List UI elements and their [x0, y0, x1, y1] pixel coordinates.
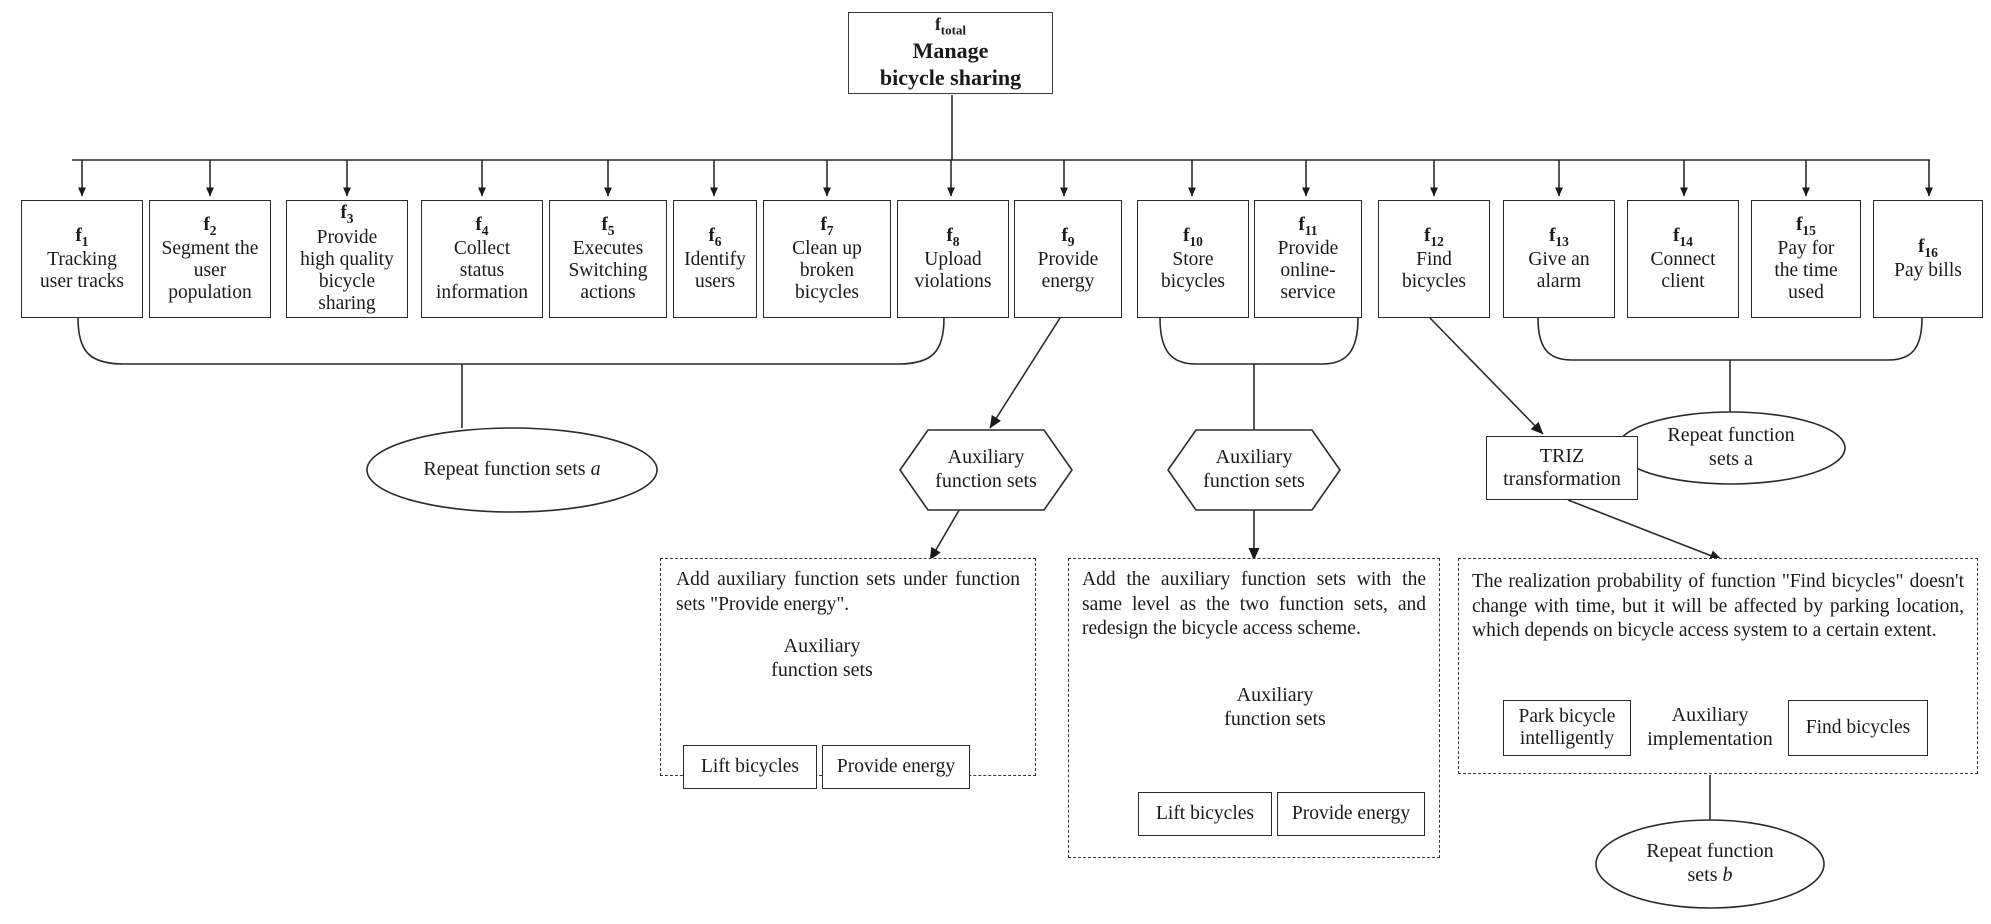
triz-line1: TRIZ	[1539, 445, 1585, 468]
root-function-box[interactable]: ftotal Manage bicycle sharing	[848, 12, 1053, 94]
hexagon-label-2: Auxiliary function sets	[1170, 440, 1338, 500]
triz-transformation-box[interactable]: TRIZ transformation	[1486, 436, 1638, 500]
function-label-f12: Find bicycles	[1402, 248, 1466, 293]
hexagon-auxiliary-function-sets-2	[1167, 429, 1341, 511]
park-bicycle-line1: Park bicycle	[1518, 706, 1616, 727]
function-id-f1: f1	[75, 224, 89, 249]
function-label-f10: Store bicycles	[1161, 248, 1225, 293]
function-id-f9: f9	[1061, 224, 1075, 249]
function-id-f2: f2	[203, 213, 217, 238]
function-box-f6[interactable]: f6 Identify users	[673, 200, 757, 318]
function-box-f7[interactable]: f7 Clean up broken bicycles	[763, 200, 891, 318]
function-box-f1[interactable]: f1 Tracking user tracks	[21, 200, 143, 318]
repeat-a-left-text: Repeat function sets a	[423, 458, 601, 481]
panel-provide-energy	[660, 558, 1036, 776]
triz-line2: transformation	[1503, 468, 1621, 490]
function-id-f5: f5	[601, 213, 615, 238]
panel-find-bicycles-text: The realization probability of function …	[1472, 571, 1964, 642]
function-id-f10: f10	[1183, 224, 1203, 249]
function-id-f3: f3	[340, 202, 354, 227]
panel2-child-lift-bicycles[interactable]: Lift bicycles	[1138, 792, 1272, 836]
hexagon-2-line1: Auxiliary	[1215, 446, 1293, 469]
function-id-f15: f15	[1796, 213, 1816, 238]
function-label-f6: Identify users	[684, 248, 746, 293]
panel2-child-provide-energy[interactable]: Provide energy	[1277, 792, 1425, 836]
function-label-f11: Provide online- service	[1277, 237, 1339, 304]
function-box-f3[interactable]: f3 Provide high quality bicycle sharing	[286, 200, 408, 318]
function-id-f6: f6	[708, 224, 722, 249]
function-id-f8: f8	[946, 224, 960, 249]
panel3-box-park-bicycle[interactable]: Park bicycle intelligently	[1503, 700, 1631, 756]
panel1-child-lift-bicycles[interactable]: Lift bicycles	[683, 745, 817, 789]
panel-bicycle-access-text: Add the auxiliary function sets with the…	[1082, 569, 1426, 640]
ellipse-repeat-function-sets-a-left	[366, 427, 658, 513]
function-label-f15: Pay for the time used	[1774, 237, 1838, 304]
hexagon-label-1: Auxiliary function sets	[902, 440, 1070, 500]
hexagon-auxiliary-function-sets-1	[899, 429, 1073, 511]
function-box-f16[interactable]: f16 Pay bills	[1873, 200, 1983, 318]
function-label-f13: Give an alarm	[1528, 248, 1590, 293]
function-label-f8: Upload violations	[914, 248, 992, 293]
repeat-a-right-line1: Repeat function	[1667, 424, 1795, 447]
repeat-b-line2: sets b	[1687, 864, 1733, 886]
function-box-f10[interactable]: f10 Store bicycles	[1137, 200, 1249, 318]
function-box-f11[interactable]: f11 Provide online- service	[1254, 200, 1362, 318]
hexagon-1-line2: function sets	[935, 470, 1037, 492]
function-label-f16: Pay bills	[1894, 259, 1962, 281]
function-id-f16: f16	[1918, 235, 1938, 260]
function-box-f9[interactable]: f9 Provide energy	[1014, 200, 1122, 318]
function-box-f12[interactable]: f12 Find bicycles	[1378, 200, 1490, 318]
ellipse-label-repeat-a-right: Repeat function sets a	[1641, 420, 1821, 476]
ellipse-repeat-function-sets-b-bottom	[1595, 819, 1825, 909]
function-box-f14[interactable]: f14 Connect client	[1627, 200, 1739, 318]
root-function-id: ftotal	[934, 13, 967, 38]
park-bicycle-line2: intelligently	[1519, 728, 1615, 749]
function-box-f13[interactable]: f13 Give an alarm	[1503, 200, 1615, 318]
function-label-f9: Provide energy	[1037, 248, 1099, 293]
panel-provide-energy-text: Add auxiliary function sets under functi…	[676, 569, 1020, 615]
repeat-a-right-line2: sets a	[1709, 448, 1753, 470]
function-id-f13: f13	[1549, 224, 1569, 249]
function-id-f12: f12	[1424, 224, 1444, 249]
function-label-f5: Executes Switching actions	[568, 237, 648, 304]
hexagon-1-line1: Auxiliary	[947, 446, 1025, 469]
function-label-f1: Tracking user tracks	[40, 248, 124, 293]
function-id-f4: f4	[475, 213, 489, 238]
function-box-f8[interactable]: f8 Upload violations	[897, 200, 1009, 318]
function-label-f4: Collect status information	[435, 237, 529, 304]
function-box-f4[interactable]: f4 Collect status information	[421, 200, 543, 318]
function-box-f2[interactable]: f2 Segment the user population	[149, 200, 271, 318]
function-label-f2: Segment the user population	[161, 237, 259, 304]
panel1-child-provide-energy[interactable]: Provide energy	[822, 745, 970, 789]
function-id-f11: f11	[1298, 213, 1318, 238]
repeat-b-line1: Repeat function	[1646, 840, 1774, 863]
function-box-f15[interactable]: f15 Pay for the time used	[1751, 200, 1861, 318]
function-label-f3: Provide high quality bicycle sharing	[300, 226, 394, 315]
ellipse-repeat-function-sets-a-right	[1616, 411, 1846, 485]
ellipse-label-repeat-a-left: Repeat function sets a	[367, 452, 657, 488]
root-function-title-line2: bicycle sharing	[879, 64, 1022, 90]
hexagon-2-line2: function sets	[1203, 470, 1305, 492]
panel3-box-find-bicycles[interactable]: Find bicycles	[1788, 700, 1928, 756]
function-id-f7: f7	[820, 213, 834, 238]
ellipse-label-repeat-b-bottom: Repeat function sets b	[1620, 836, 1800, 892]
function-id-f14: f14	[1673, 224, 1693, 249]
function-label-f14: Connect client	[1650, 248, 1716, 293]
root-function-title-line1: Manage	[912, 38, 989, 64]
function-box-f5[interactable]: f5 Executes Switching actions	[549, 200, 667, 318]
function-label-f7: Clean up broken bicycles	[792, 237, 862, 304]
